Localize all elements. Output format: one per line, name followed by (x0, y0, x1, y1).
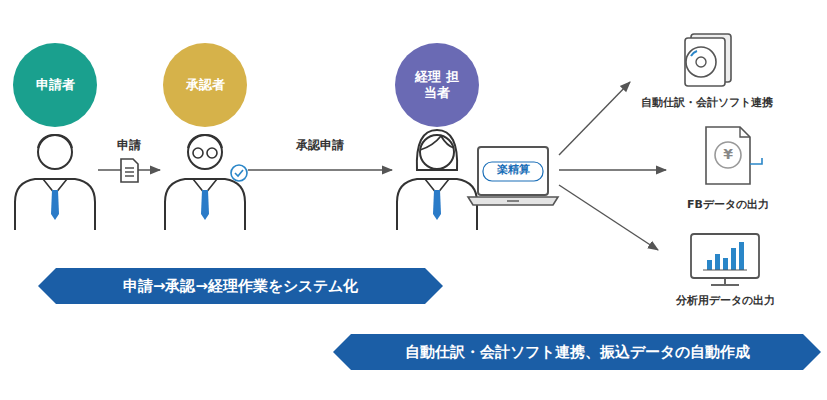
person-figure (397, 130, 477, 230)
banner-band (333, 334, 821, 370)
logo-text: 楽精算 (497, 163, 530, 177)
icon-node: 自動仕訳・会計ソフト連携 (632, 32, 782, 112)
role-circle (13, 43, 97, 127)
banner-node: 自動仕訳・会計ソフト連携、振込データの自動作成 (333, 334, 821, 370)
flow-arrow (248, 169, 392, 170)
text-holder: 申請→承認→経理作業をシステム化 (38, 268, 443, 304)
icon-node: 分析用データの出力 (660, 230, 790, 310)
person-figure (165, 135, 247, 230)
person-node: 経理 担当者 (394, 42, 480, 232)
text-holder: 承認者 (162, 42, 248, 128)
edge-label: 承認申請 (293, 137, 347, 153)
output-label: 分析用データの出力 (676, 294, 775, 308)
edge-label-holder: 承認申請 (293, 134, 347, 153)
text-holder: 自動仕訳・会計ソフト連携、振込データの自動作成 (333, 334, 821, 370)
role-circle (163, 43, 247, 127)
role-label: 承認者 (186, 77, 225, 93)
edge-label-holder: 申請 (114, 134, 144, 153)
banner-text: 自動仕訳・会計ソフト連携、振込データの自動作成 (405, 343, 750, 362)
person-node: 申請者 (12, 42, 98, 232)
text-holder: 自動仕訳・会計ソフト連携 (632, 94, 782, 112)
role-circle (395, 43, 479, 127)
chart-icon (691, 234, 759, 285)
currency-symbol: ¥ (723, 146, 733, 164)
icon-node: ¥ FBデータの出力 (668, 124, 788, 214)
text-holder: 経理 担当者 (394, 42, 480, 128)
text-holder: 申請者 (12, 42, 98, 128)
cd-icon (685, 34, 731, 86)
role-label: 経理 担当者 (414, 69, 460, 102)
banner-band (38, 268, 443, 304)
edge-label: 申請 (114, 137, 144, 153)
laptop-icon (468, 147, 558, 205)
role-label: 申請者 (36, 77, 75, 93)
flow-arrow (559, 82, 630, 155)
output-label: 自動仕訳・会計ソフト連携 (641, 96, 773, 110)
laptop-node: 楽精算 (467, 145, 559, 207)
output-label: FBデータの出力 (687, 198, 769, 212)
text-holder: ¥ (718, 145, 738, 165)
flow-arrow (559, 185, 658, 250)
person-shape (162, 42, 248, 232)
text-holder: 分析用データの出力 (660, 292, 790, 310)
person-figure (15, 135, 95, 230)
text-holder: 楽精算 (478, 147, 548, 193)
yen-icon (706, 127, 762, 184)
document-icon (121, 159, 138, 182)
flow-arrow (559, 169, 666, 170)
person-shape (12, 42, 98, 232)
person-node: 承認者 (162, 42, 248, 232)
text-holder: FBデータの出力 (668, 196, 788, 214)
banner-text: 申請→承認→経理作業をシステム化 (123, 277, 358, 296)
banner-node: 申請→承認→経理作業をシステム化 (38, 268, 443, 304)
